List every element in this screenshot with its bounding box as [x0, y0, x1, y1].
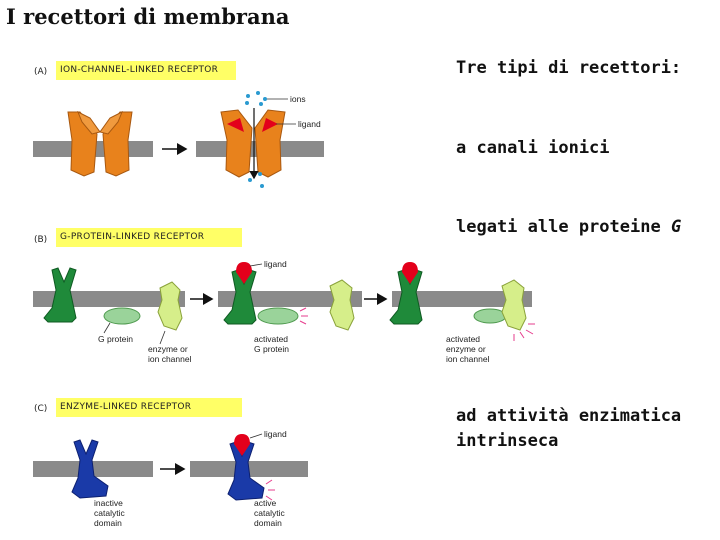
- ligand-b1: [236, 262, 252, 284]
- enzyme-label-2: ion channel: [148, 354, 192, 364]
- inactive-label-1: inactive: [94, 498, 123, 508]
- open-ion-channel: [220, 109, 286, 178]
- effector-active: [501, 279, 527, 331]
- g-protein-bound: [473, 308, 507, 324]
- panel-c-label: ENZYME-LINKED RECEPTOR: [56, 398, 242, 417]
- membrane-b-mid: [218, 291, 362, 307]
- panel-b-letter: (B): [34, 235, 48, 245]
- g-protein-active: [257, 307, 299, 325]
- effector-inactive: [157, 281, 183, 331]
- g-protein-inactive: [103, 307, 141, 325]
- panel-b-label: G-PROTEIN-LINKED RECEPTOR: [56, 228, 242, 247]
- inactive-label-3: domain: [94, 518, 122, 528]
- side-item-enzymatic: ad attività enzimatica intrinseca: [456, 406, 682, 451]
- activation-burst-b1: [299, 307, 308, 325]
- panel-c-letter: (C): [34, 404, 48, 414]
- panel-a-figure: ions ligand: [33, 91, 324, 188]
- membrane-b-right: [392, 291, 532, 307]
- g-protein-label: G protein: [98, 334, 133, 344]
- active-label-2: catalytic: [254, 508, 285, 518]
- ion-dots: [245, 91, 267, 188]
- activated-e-label-2: enzyme or: [446, 344, 486, 354]
- enzyme-label-1: enzyme or: [148, 344, 188, 354]
- activated-e-label-1: activated: [446, 334, 480, 344]
- active-label-3: domain: [254, 518, 282, 528]
- ligand-b2: [402, 262, 418, 284]
- page-title: I recettori di membrana: [6, 4, 290, 29]
- ligand-label-b: ligand: [264, 259, 287, 269]
- panel-a-label: ION-CHANNEL-LINKED RECEPTOR: [56, 61, 236, 80]
- panel-b-figure: G protein enzyme or ion channel ligand a…: [33, 259, 535, 364]
- activated-e-label-3: ion channel: [446, 354, 490, 364]
- active-label-1: active: [254, 498, 276, 508]
- inactive-label-2: catalytic: [94, 508, 125, 518]
- side-item-ion-channels: a canali ionici: [456, 138, 610, 158]
- ions-label: ions: [290, 94, 306, 104]
- ligand-c: [234, 434, 250, 456]
- enzyme-receptor-inactive: [71, 439, 109, 499]
- effector-mid: [329, 279, 355, 331]
- activated-g-label-2: G protein: [254, 344, 289, 354]
- activation-burst-b2: [513, 323, 535, 341]
- closed-ion-channel: [67, 110, 133, 177]
- side-item-g-protein: legati alle proteine G: [456, 217, 682, 237]
- side-heading: Tre tipi di recettori:: [456, 58, 682, 78]
- ligand-label-a: ligand: [298, 119, 321, 129]
- panel-c-figure: inactive catalytic domain ligand active …: [33, 429, 308, 528]
- activation-burst-c: [265, 479, 275, 501]
- ligand-label-c: ligand: [264, 429, 287, 439]
- g-receptor-inactive: [43, 267, 77, 323]
- activated-g-label-1: activated: [254, 334, 288, 344]
- panel-a-letter: (A): [34, 67, 48, 77]
